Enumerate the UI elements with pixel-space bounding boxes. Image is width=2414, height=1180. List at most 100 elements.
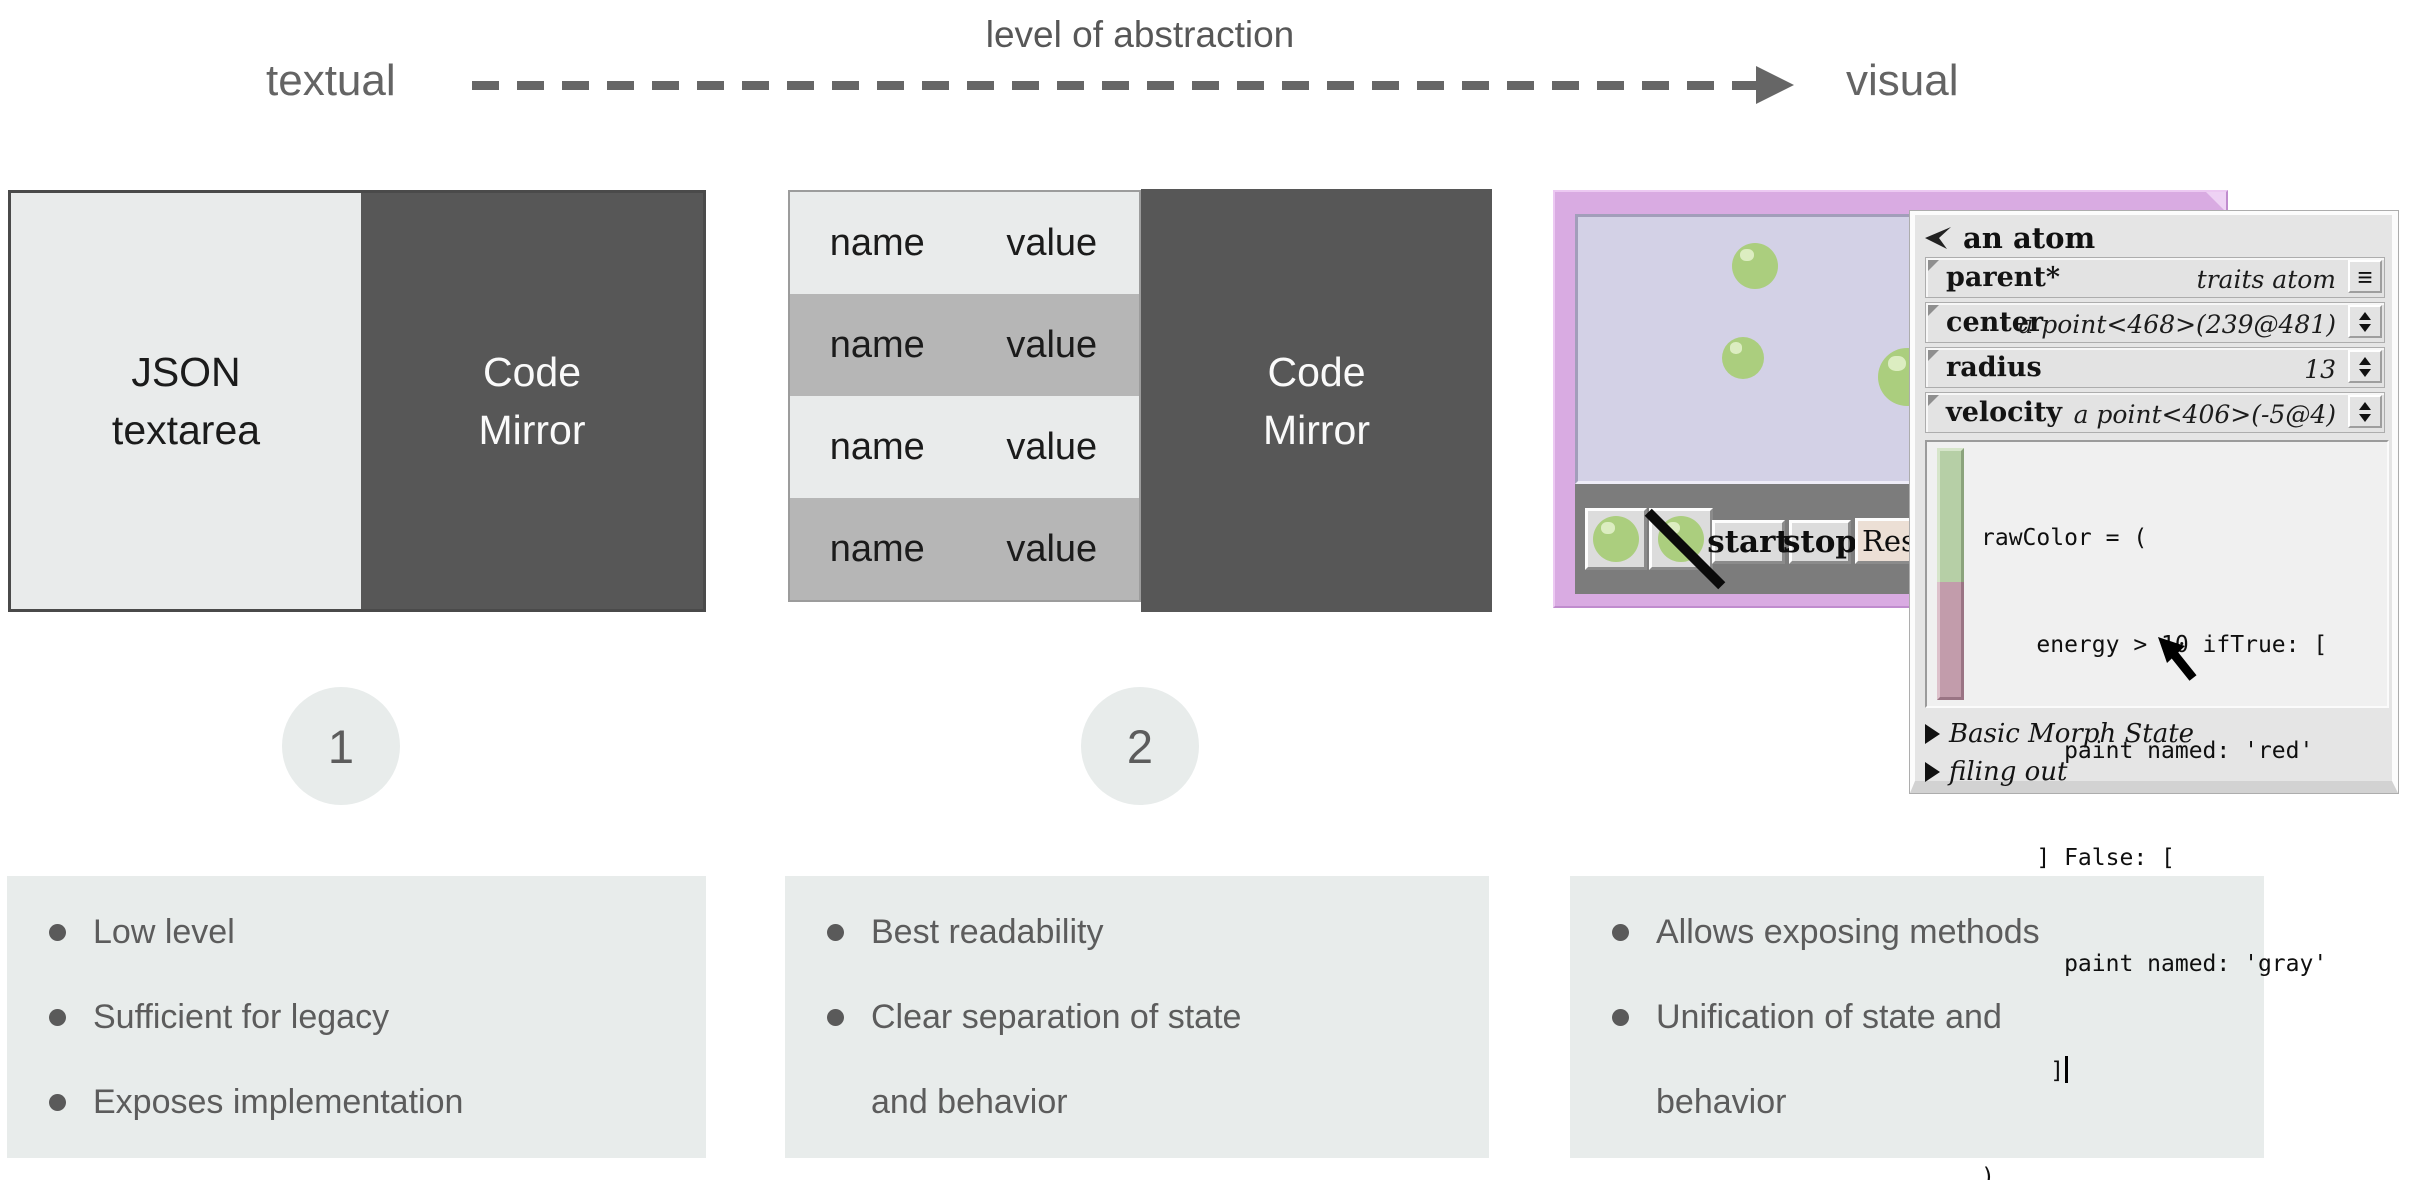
bullet-icon	[49, 924, 66, 941]
cell-name: name	[829, 221, 925, 264]
collapse-arrow-icon	[1925, 227, 1951, 249]
code-editor[interactable]: rawColor = ( energy > 10 ifTrue: [ paint…	[1925, 440, 2389, 1180]
bullet-icon	[49, 1009, 66, 1026]
code-line: paint named: 'red'	[1981, 738, 2314, 764]
expand-triangle-icon	[1925, 762, 1940, 782]
window-title-bar[interactable]: an atom	[1923, 221, 2095, 255]
codemirror-region-2: Code Mirror	[1141, 189, 1492, 612]
json-textarea-region: JSON textarea	[11, 193, 361, 609]
property-row-parent[interactable]: parent* traits atom ≡	[1925, 257, 2385, 298]
stop-button[interactable]: stop	[1783, 520, 1857, 564]
cell-value: value	[1006, 527, 1098, 570]
step-badge-1: 1	[282, 687, 400, 805]
cell-name: name	[829, 527, 925, 570]
table-row: name value	[790, 294, 1139, 396]
list-item: Allows exposing methods	[1612, 890, 2264, 975]
property-label: velocity	[1946, 397, 2062, 428]
mouse-cursor-icon	[2158, 637, 2197, 681]
property-value: a point<406>(-5@4)	[2073, 400, 2336, 429]
resize-button[interactable]: Resi	[1855, 518, 1913, 564]
text-caret	[2065, 1055, 2069, 1083]
json-label-line1: JSON	[131, 349, 241, 395]
textual-label: textual	[266, 56, 396, 105]
list-item-continuation: and behavior	[827, 1060, 1489, 1145]
panel-json-textarea: JSON textarea Code Mirror	[8, 190, 706, 612]
atom-icon	[1593, 516, 1639, 562]
visual-label: visual	[1846, 56, 1959, 105]
property-value: a point<468>(239@481)	[2018, 310, 2336, 339]
property-row-center[interactable]: center a point<468>(239@481)	[1925, 302, 2385, 343]
add-atom-button[interactable]	[1585, 508, 1647, 570]
up-down-icon	[2359, 401, 2371, 422]
code-line: rawColor = (	[1981, 525, 2148, 551]
stepper-icon[interactable]	[2348, 350, 2382, 383]
property-row-radius[interactable]: radius 13	[1925, 347, 2385, 388]
list-item-text: Exposes implementation	[93, 1083, 464, 1121]
property-value: traits atom	[2196, 265, 2336, 294]
list-item: Sufficient for legacy	[49, 975, 706, 1060]
scrollbar-thumb-pink[interactable]	[1937, 582, 1964, 700]
scrollbar-thumb-green[interactable]	[1937, 448, 1964, 582]
dashed-arrow-line	[472, 81, 1760, 90]
codemirror-label-line1: Code	[482, 349, 581, 395]
corner-flap-icon	[1928, 395, 1939, 406]
json-label-line2: textarea	[111, 407, 261, 453]
code-line: ] False: [	[1981, 844, 2175, 871]
code-line: )	[1981, 1164, 1995, 1180]
table-row: name value	[790, 498, 1139, 600]
stepper-icon[interactable]	[2348, 395, 2382, 428]
code-scrollbar[interactable]	[1937, 448, 1964, 700]
property-row-velocity[interactable]: velocity a point<406>(-5@4)	[1925, 392, 2385, 433]
cell-value: value	[1006, 221, 1098, 264]
list-item-text: Allows exposing methods	[1656, 913, 2040, 951]
property-label: radius	[1946, 352, 2042, 383]
property-value: 13	[2304, 355, 2336, 384]
list-item-text: Low level	[93, 913, 235, 951]
section-label: filing out	[1949, 757, 2068, 787]
code-text[interactable]: rawColor = ( energy > 10 ifTrue: [ paint…	[1981, 450, 2327, 1180]
arrow-head-icon	[1756, 66, 1794, 104]
notes-list-1: Low level Sufficient for legacy Exposes …	[7, 876, 706, 1158]
table-row: name value	[790, 396, 1139, 498]
start-button[interactable]: start	[1707, 520, 1790, 564]
start-button-label: start	[1707, 524, 1790, 560]
list-item-text: behavior	[1656, 1083, 1787, 1121]
list-item-text: Sufficient for legacy	[93, 998, 390, 1036]
codemirror-label-line2: Mirror	[478, 407, 586, 453]
corner-flap-icon	[1928, 350, 1939, 361]
window-title: an atom	[1963, 221, 2096, 255]
section-basic-morph-state[interactable]: Basic Morph State	[1925, 719, 2194, 749]
atom-ball[interactable]	[1732, 243, 1778, 289]
menu-icon[interactable]: ≡	[2348, 260, 2382, 293]
bullet-icon	[827, 1009, 844, 1026]
cell-name: name	[829, 323, 925, 366]
bullet-icon	[827, 924, 844, 941]
section-filing-out[interactable]: filing out	[1925, 757, 2067, 787]
atom-ball[interactable]	[1722, 337, 1764, 379]
corner-flap-icon	[1928, 260, 1939, 271]
list-item: Best readability	[827, 890, 1489, 975]
list-item: Clear separation of state	[827, 975, 1489, 1060]
property-label: parent*	[1946, 262, 2060, 293]
list-item-text: and behavior	[871, 1083, 1068, 1121]
stepper-icon[interactable]	[2348, 305, 2382, 338]
badge-number: 1	[327, 719, 355, 773]
table-row: name value	[790, 192, 1139, 294]
list-item-text: Best readability	[871, 913, 1104, 951]
list-item-continuation: behavior	[1612, 1060, 2264, 1145]
codemirror-region-1: Code Mirror	[361, 193, 703, 609]
list-item: Unification of state and	[1612, 975, 2264, 1060]
remove-atom-button[interactable]	[1644, 508, 1726, 590]
property-label: center	[1946, 307, 2044, 338]
list-item: Exposes implementation	[49, 1060, 706, 1145]
frame-corner-bevel	[2206, 192, 2226, 212]
badge-number: 2	[1126, 719, 1154, 773]
stop-button-label: stop	[1782, 524, 1858, 560]
section-label: Basic Morph State	[1949, 719, 2195, 749]
cell-value: value	[1006, 323, 1098, 366]
code-line: paint named: 'gray'	[1981, 951, 2328, 977]
cell-value: value	[1006, 425, 1098, 468]
code-line: ]	[1981, 1057, 2065, 1084]
bullet-icon	[1612, 924, 1629, 941]
